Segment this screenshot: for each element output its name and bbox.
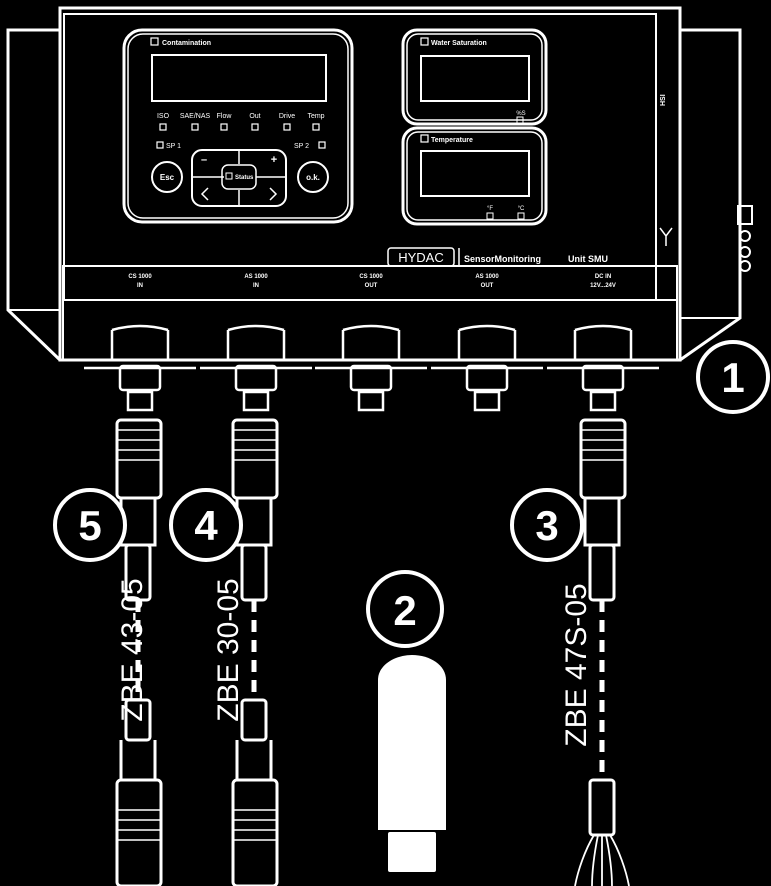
- status-led: [225, 172, 233, 180]
- svg-text:2: 2: [393, 587, 416, 634]
- indicator-out: Out: [249, 113, 260, 120]
- esc-button[interactable]: Esc: [151, 161, 183, 193]
- cable-zbe-47s: [574, 418, 630, 886]
- antenna-icon: [659, 227, 673, 246]
- port4-line1: AS 1000: [475, 274, 499, 280]
- socket-3: [315, 324, 427, 412]
- callout-2: 2: [366, 570, 444, 648]
- device-housing: [6, 6, 753, 362]
- led: [486, 212, 494, 220]
- panel-left-title: Contamination: [162, 40, 211, 47]
- callout-5: 5: [53, 488, 127, 562]
- port5-line1: DC IN: [595, 274, 611, 280]
- socket-1: [84, 324, 196, 412]
- svg-text:1: 1: [721, 354, 744, 401]
- product-name: SensorMonitoring: [464, 254, 541, 264]
- celsius-label: °C: [518, 206, 525, 212]
- hydac-logo: [387, 247, 455, 267]
- panel-water-saturation: Water Saturation %S: [401, 28, 548, 126]
- display-screen: [151, 54, 327, 102]
- temperature-title: Temperature: [431, 137, 473, 144]
- chevron-right-icon: [269, 187, 278, 201]
- svg-text:3: 3: [535, 502, 558, 549]
- chevron-left-icon: [200, 187, 209, 201]
- port3-line1: CS 1000: [359, 274, 383, 280]
- indicator-drive: Drive: [279, 113, 295, 120]
- brand-name: HYDAC: [398, 250, 444, 265]
- checkbox-icon: [150, 37, 159, 46]
- brand-strip: HYDAC SensorMonitoring Unit SMU HSI: [387, 94, 673, 267]
- navigation-pad[interactable]: Status – +: [191, 149, 287, 207]
- checkbox-icon: [420, 37, 429, 46]
- svg-text:5: 5: [78, 502, 101, 549]
- port5-line2: 12V...24V: [590, 283, 616, 289]
- ok-button[interactable]: o.k.: [297, 161, 329, 193]
- status-button[interactable]: [221, 164, 257, 190]
- plus-label: +: [271, 154, 277, 166]
- socket-4: [431, 324, 543, 412]
- indicator-sae: SAE/NAS: [180, 113, 211, 120]
- fahrenheit-label: °F: [487, 206, 493, 212]
- port1-line1: CS 1000: [128, 274, 152, 280]
- hsi-label: HSI: [660, 94, 667, 106]
- status-label: Status: [235, 175, 254, 181]
- indicator-flow: Flow: [217, 113, 233, 120]
- led: [517, 212, 525, 220]
- port-labels: CS 1000 IN AS 1000 IN CS 1000 OUT AS 100…: [128, 274, 616, 289]
- panel-left: Contamination ISO SAE/NAS Flow Out Drive…: [122, 28, 354, 224]
- sp2-label: SP 2: [294, 143, 309, 150]
- sp1-label: SP 1: [166, 143, 181, 150]
- water-saturation-title: Water Saturation: [431, 40, 487, 47]
- socket-2: [200, 324, 312, 412]
- svg-text:4: 4: [194, 502, 218, 549]
- callout-1: 1: [696, 340, 770, 414]
- temperature-display: [420, 150, 530, 197]
- usb-stick: [378, 655, 446, 872]
- port1-line2: IN: [137, 283, 143, 289]
- percent-s-label: %S: [516, 111, 525, 117]
- cable-label-zbe-30: ZBE 30-05: [212, 578, 245, 721]
- sockets: [84, 324, 659, 412]
- port3-line2: OUT: [365, 283, 378, 289]
- esc-label: Esc: [160, 173, 175, 182]
- indicator-temp: Temp: [307, 113, 324, 120]
- callout-4: 4: [169, 488, 243, 562]
- callout-3: 3: [510, 488, 584, 562]
- port4-line2: OUT: [481, 283, 494, 289]
- port2-line1: AS 1000: [244, 274, 268, 280]
- unit-name: Unit SMU: [568, 254, 608, 264]
- port2-line2: IN: [253, 283, 259, 289]
- ok-label: o.k.: [306, 173, 320, 182]
- indicator-leds: [156, 123, 326, 149]
- indicator-iso: ISO: [157, 113, 170, 120]
- socket-5: [547, 324, 659, 412]
- checkbox-icon: [420, 134, 429, 143]
- minus-label: –: [201, 154, 207, 166]
- cable-zbe-43: [115, 418, 163, 886]
- cable-label-zbe-47s: ZBE 47S-05: [560, 583, 593, 746]
- panel-temperature: Temperature °F °C: [401, 126, 548, 226]
- led: [516, 116, 524, 124]
- water-display: [420, 55, 530, 102]
- cable-label-zbe-43: ZBE 43-05: [116, 578, 149, 721]
